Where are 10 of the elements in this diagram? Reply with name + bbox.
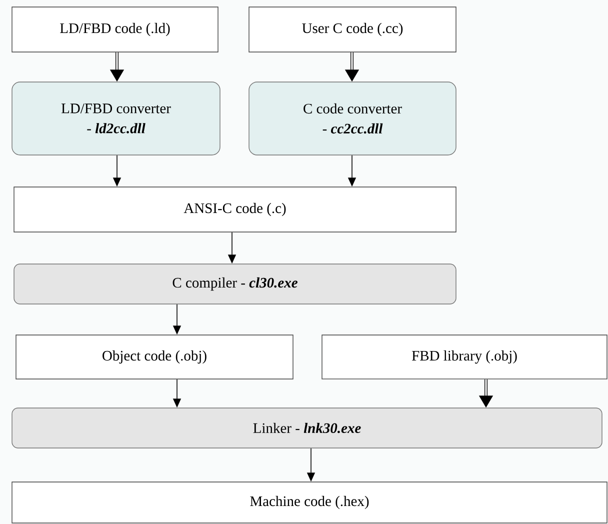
converter-box: LD/FBD converter - ld2cc.dll	[12, 82, 220, 156]
converter-box: C code converter - cc2cc.dll	[248, 82, 456, 156]
file-box: ANSI-C code (.c)	[14, 186, 456, 232]
file-box: User C code (.cc)	[248, 6, 456, 52]
tool-box: C compiler - cl30.exe	[14, 264, 456, 304]
tool-box: Linker - lnk30.exe	[12, 408, 602, 448]
file-box: LD/FBD code (.ld)	[12, 6, 218, 52]
file-box: Machine code (.hex)	[12, 482, 608, 524]
file-box: FBD library (.obj)	[322, 334, 608, 380]
file-box: Object code (.obj)	[16, 334, 294, 380]
